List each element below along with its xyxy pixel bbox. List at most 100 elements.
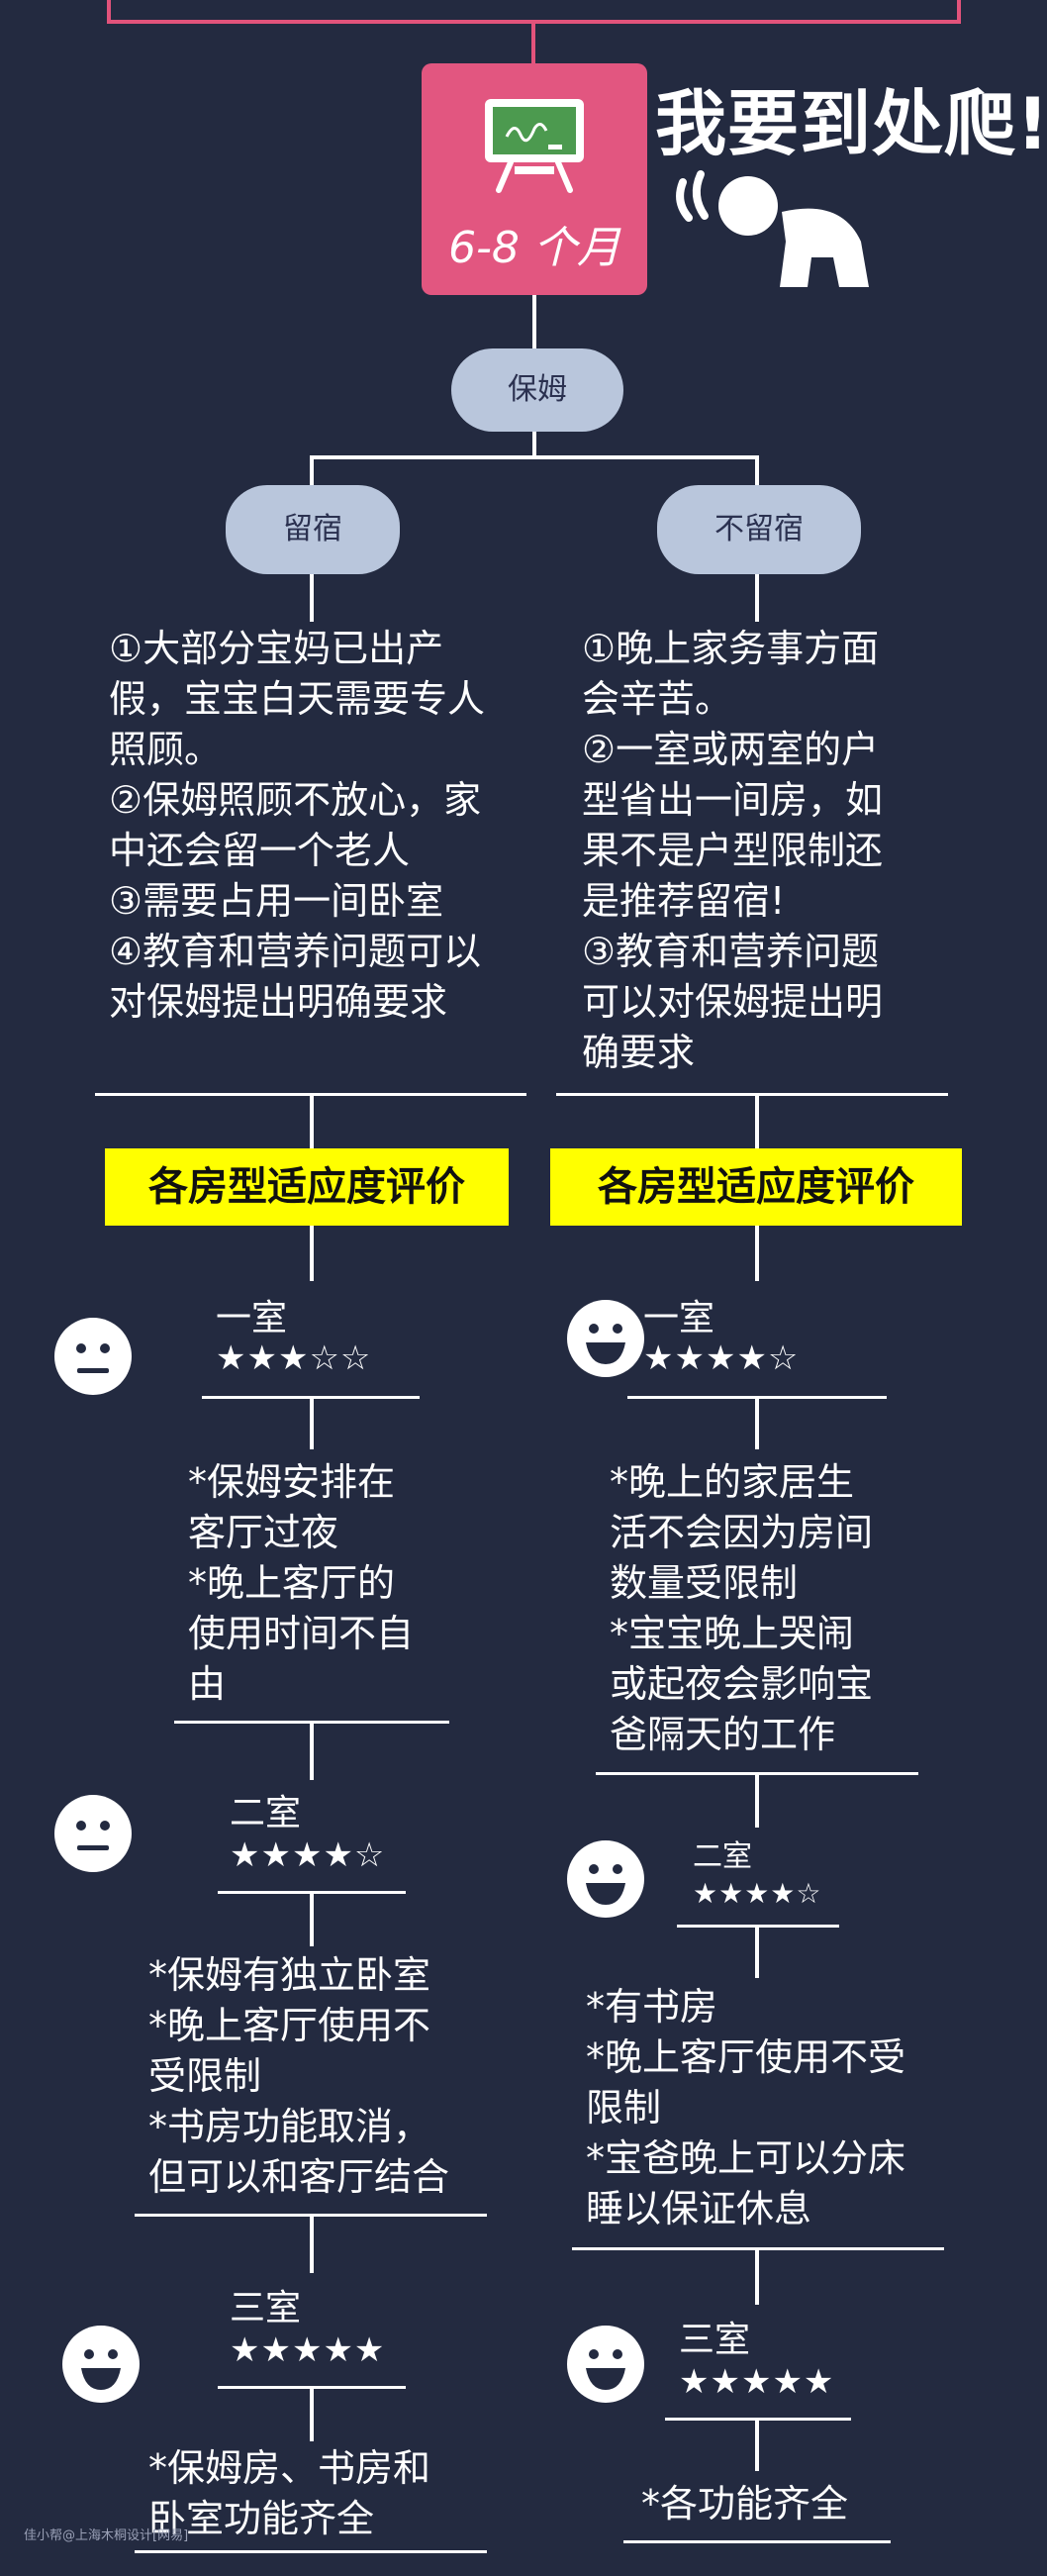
text-line: 活不会因为房间: [610, 1511, 874, 1554]
rating-notes: *有书房 *晚上客厅使用不受 限制 *宝爸晚上可以分床 睡以保证休息: [586, 1982, 905, 2234]
text-line: 型省出一间房，如: [582, 778, 884, 822]
neutral-face-icon: [54, 1318, 132, 1395]
divider: [202, 1396, 420, 1399]
text-line: 卧室功能齐全: [148, 2497, 375, 2540]
text-line: 客厅过夜: [188, 1511, 339, 1554]
room-type-label: 一室: [643, 1298, 715, 1338]
text-line: *各功能齐全: [641, 2482, 849, 2526]
text-line: ①晚上家务事方面: [582, 627, 880, 670]
connector: [532, 432, 536, 457]
connector: [310, 455, 314, 485]
room-type-label: 二室: [230, 1793, 302, 1833]
text-line: ②保姆照顾不放心，家: [109, 778, 482, 822]
divider: [174, 1721, 449, 1724]
rating-notes: *保姆房、书房和 卧室功能齐全: [148, 2443, 430, 2544]
divider: [556, 1093, 948, 1096]
star-rating: ★★★★★: [230, 2330, 386, 2370]
text-line: *有书房: [586, 1985, 718, 2029]
branch-bar: [310, 455, 759, 459]
rating-notes: *保姆安排在 客厅过夜 *晚上客厅的 使用时间不自 由: [188, 1457, 414, 1710]
star-rating: ★★★☆☆: [216, 1338, 372, 1378]
star-rating: ★★★★☆: [643, 1338, 800, 1378]
text-line: ③教育和营养问题: [582, 930, 880, 973]
text-line: *书房功能取消，: [148, 2105, 431, 2148]
divider: [623, 2540, 891, 2543]
divider: [218, 2386, 406, 2389]
text-line: 照顾。: [109, 728, 223, 771]
text-line: ②一室或两室的户: [582, 728, 880, 771]
connector: [755, 2420, 759, 2471]
text-line: *晚上客厅使用不受: [586, 2035, 906, 2079]
text-line: 对保姆提出明确要求: [109, 980, 448, 1024]
text-line: *晚上客厅使用不: [148, 2004, 431, 2047]
connector: [755, 1398, 759, 1449]
top-frame-left: [107, 0, 111, 24]
star-rating: ★★★★★: [679, 2362, 835, 2402]
stay-over-node: 留宿: [226, 485, 400, 574]
nanny-node: 保姆: [451, 348, 623, 432]
happy-face-icon: [567, 1840, 644, 1918]
happy-face-icon: [567, 1300, 644, 1377]
text-line: *晚上客厅的: [188, 1561, 396, 1605]
text-line: 睡以保证休息: [586, 2187, 812, 2230]
text-line: 可以对保姆提出明: [582, 980, 884, 1024]
header-title: 我要到处爬!: [655, 82, 1047, 165]
text-line: 或起夜会影响宝: [610, 1662, 874, 1706]
text-line: *保姆房、书房和: [148, 2446, 431, 2490]
age-header-box: 6-8 个月: [422, 63, 647, 295]
text-line: 受限制: [148, 2054, 262, 2098]
crawling-baby-icon: [676, 170, 869, 287]
connector: [310, 1893, 314, 1946]
connector: [310, 574, 314, 622]
connector: [755, 1226, 759, 1281]
connector: [532, 295, 536, 348]
connector: [755, 2249, 759, 2305]
connector: [755, 1774, 759, 1828]
age-label: 6-8 个月: [448, 223, 620, 273]
connector: [310, 1398, 314, 1449]
divider: [95, 1093, 526, 1096]
connector: [310, 1226, 314, 1281]
text-line: 数量受限制: [610, 1561, 799, 1605]
rating-notes: *晚上的家居生 活不会因为房间 数量受限制 *宝宝晚上哭闹 或起夜会影响宝 爸隔…: [610, 1457, 873, 1760]
chalkboard-icon: [485, 99, 584, 193]
connector: [310, 2388, 314, 2441]
connector: [755, 574, 759, 622]
watermark: 佳小帮@上海木桐设计[网易]: [24, 2528, 189, 2543]
neutral-face-icon: [54, 1795, 132, 1872]
section-title-left: 各房型适应度评价: [105, 1148, 509, 1226]
top-frame-stem: [531, 20, 535, 65]
divider: [572, 2247, 944, 2250]
text-line: 限制: [586, 2086, 662, 2130]
room-type-label: 二室: [693, 1839, 752, 1874]
text-line: 果不是户型限制还: [582, 829, 884, 872]
text-line: 假，宝宝白天需要专人: [109, 677, 486, 721]
connector: [310, 2216, 314, 2273]
text-line: 但可以和客厅结合: [148, 2155, 450, 2199]
connector: [755, 455, 759, 485]
connector: [310, 1095, 314, 1150]
star-rating: ★★★★☆: [693, 1877, 822, 1910]
text-line: 是推荐留宿!: [582, 879, 786, 923]
rating-notes: *各功能齐全: [641, 2479, 848, 2529]
connector: [310, 1723, 314, 1780]
text-line: 由: [188, 1662, 227, 1706]
text-line: 爸隔天的工作: [610, 1713, 836, 1756]
connector: [755, 1927, 759, 1978]
room-type-label: 三室: [230, 2288, 302, 2328]
text-line: ①大部分宝妈已出产: [109, 627, 444, 670]
divider: [627, 1396, 887, 1399]
divider: [677, 1925, 839, 1928]
text-line: 中还会留一个老人: [109, 829, 411, 872]
text-line: 使用时间不自: [188, 1612, 415, 1655]
happy-face-icon: [567, 2326, 644, 2403]
section-title-right: 各房型适应度评价: [550, 1148, 962, 1226]
divider: [135, 2550, 487, 2553]
happy-face-icon: [62, 2326, 140, 2403]
divider: [665, 2418, 851, 2421]
top-frame-right: [957, 0, 961, 24]
no-stay-node: 不留宿: [657, 485, 861, 574]
text-line: ④教育和营养问题可以: [109, 930, 482, 973]
text-line: 确要求: [582, 1031, 696, 1074]
